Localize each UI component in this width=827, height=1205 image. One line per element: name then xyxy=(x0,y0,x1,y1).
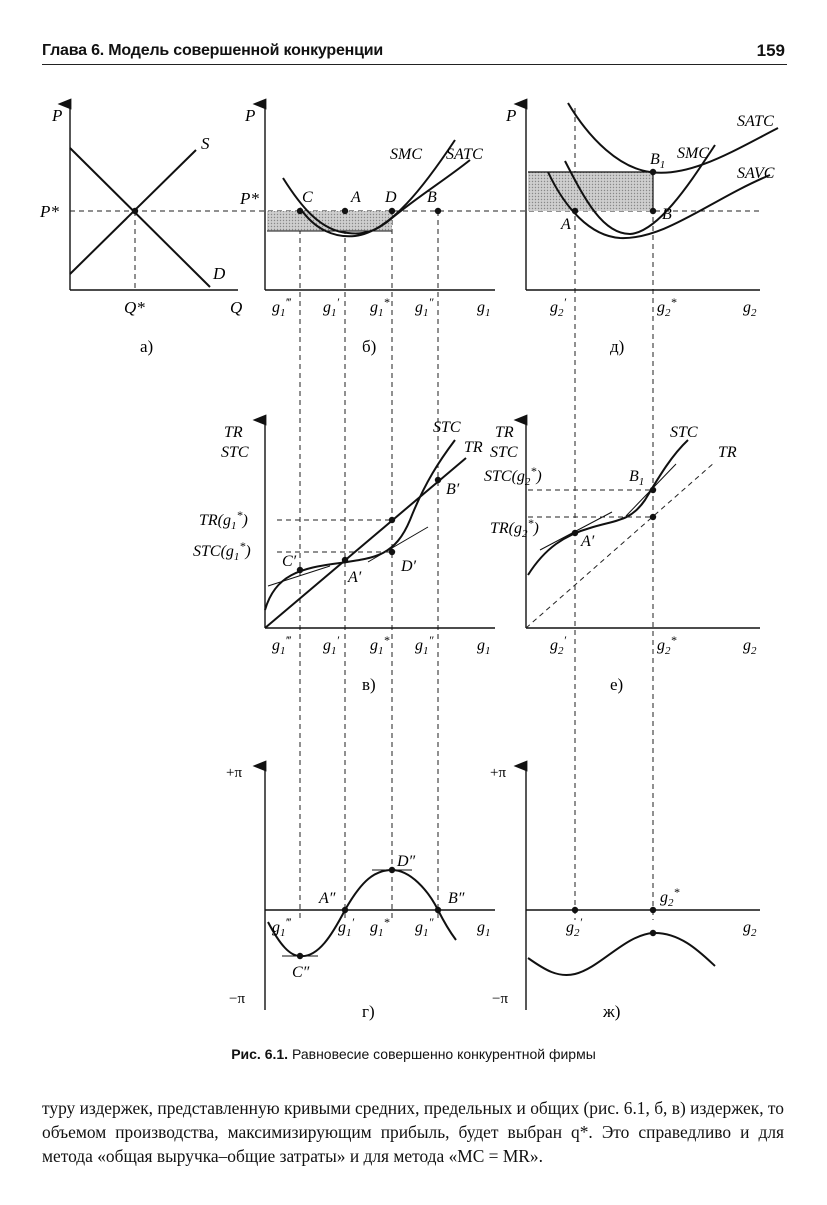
svg-text:g1*: g1* xyxy=(370,633,390,657)
svg-text:STC(g1*): STC(g1*) xyxy=(193,539,251,563)
svg-text:STC(g2*): STC(g2*) xyxy=(484,464,542,488)
svg-text:ж): ж) xyxy=(602,1002,620,1021)
svg-text:g1′: g1′ xyxy=(338,915,355,939)
svg-text:P*: P* xyxy=(239,189,259,208)
svg-text:g1‴: g1‴ xyxy=(272,633,292,657)
svg-text:г): г) xyxy=(362,1002,375,1021)
svg-text:g1″: g1″ xyxy=(415,915,435,939)
svg-text:B1: B1 xyxy=(650,151,665,171)
svg-text:TR: TR xyxy=(464,439,483,456)
svg-text:P: P xyxy=(505,106,516,125)
svg-text:TR(g1*): TR(g1*) xyxy=(199,508,248,532)
svg-text:D′: D′ xyxy=(400,558,417,575)
svg-text:g1‴: g1‴ xyxy=(272,295,292,319)
svg-text:−π: −π xyxy=(229,991,245,1007)
svg-text:SATC: SATC xyxy=(737,113,774,130)
figure-caption-label: Рис. 6.1. xyxy=(231,1046,289,1062)
svg-text:в): в) xyxy=(362,675,376,694)
svg-text:TR: TR xyxy=(495,424,514,441)
panel-v: TR STC C′ A′ D′ B′ STC TR TR(g1*) STC(g1… xyxy=(193,414,495,694)
svg-text:g1′: g1′ xyxy=(323,633,340,657)
svg-text:TR: TR xyxy=(718,444,737,461)
panel-a: P Q S D P* Q* а) xyxy=(39,98,760,356)
svg-text:+π: +π xyxy=(490,765,506,781)
svg-text:P: P xyxy=(51,106,62,125)
svg-text:TR(g2*): TR(g2*) xyxy=(490,516,539,540)
figure-6-1: P Q S D P* Q* а) P P* C A D B SMC SATC g… xyxy=(39,98,779,1021)
svg-text:A′: A′ xyxy=(580,533,595,550)
svg-text:STC: STC xyxy=(490,444,518,461)
svg-text:S: S xyxy=(201,134,210,153)
svg-text:е): е) xyxy=(610,675,623,694)
svg-text:B: B xyxy=(427,189,437,206)
svg-text:Q*: Q* xyxy=(124,298,145,317)
svg-text:A: A xyxy=(560,216,571,233)
svg-text:g2: g2 xyxy=(743,637,757,657)
svg-text:D: D xyxy=(212,264,226,283)
svg-text:STC: STC xyxy=(433,419,461,436)
svg-text:g2*: g2* xyxy=(660,885,680,909)
svg-text:B′: B′ xyxy=(446,481,460,498)
body-paragraph-text: туру издержек, представленную кривыми ср… xyxy=(42,1098,784,1166)
svg-text:B1: B1 xyxy=(629,468,644,488)
svg-text:B″: B″ xyxy=(448,890,465,907)
svg-text:D″: D″ xyxy=(396,853,416,870)
svg-text:C′: C′ xyxy=(282,553,297,570)
svg-text:g2*: g2* xyxy=(657,295,677,319)
chapter-title: Глава 6. Модель совершенной конкуренции xyxy=(42,42,384,59)
guide-lines xyxy=(299,108,654,920)
svg-text:д): д) xyxy=(610,337,624,356)
svg-text:g1: g1 xyxy=(477,919,491,939)
panel-d: P B1 SMC SATC SAVC A B g2′ g2* g2 д) xyxy=(505,98,779,356)
svg-text:SMC: SMC xyxy=(677,145,709,162)
page-number: 159 xyxy=(756,41,785,60)
svg-text:Q: Q xyxy=(230,298,242,317)
svg-text:g1″: g1″ xyxy=(415,633,435,657)
panel-b: P P* C A D B SMC SATC g1‴ g1′ g1* g1″ g1… xyxy=(239,98,495,356)
body-paragraph: туру издержек, представленную кривыми ср… xyxy=(42,1096,784,1168)
svg-text:g2: g2 xyxy=(743,299,757,319)
svg-text:g1‴: g1‴ xyxy=(272,915,292,939)
panel-zh: +π −π g2′ g2* g2 ж) xyxy=(490,760,760,1021)
svg-text:g1: g1 xyxy=(477,299,491,319)
figure-caption: Рис. 6.1. Равновесие совершенно конкурен… xyxy=(0,1046,827,1062)
svg-text:SAVC: SAVC xyxy=(737,165,775,182)
svg-text:g2′: g2′ xyxy=(566,915,583,939)
svg-text:+π: +π xyxy=(226,765,242,781)
svg-text:A: A xyxy=(350,189,361,206)
svg-text:STC: STC xyxy=(221,444,249,461)
svg-text:SATC: SATC xyxy=(446,146,483,163)
svg-text:B: B xyxy=(662,206,672,223)
svg-text:g2′: g2′ xyxy=(550,633,567,657)
svg-text:C″: C″ xyxy=(292,964,310,981)
svg-text:D: D xyxy=(384,189,397,206)
panel-e: TR STC B1 A′ STC TR STC(g2*) TR(g2*) g2′… xyxy=(484,414,760,694)
svg-text:STC: STC xyxy=(670,424,698,441)
svg-text:C: C xyxy=(302,189,313,206)
svg-text:g1″: g1″ xyxy=(415,295,435,319)
svg-text:A′: A′ xyxy=(347,569,362,586)
svg-text:P: P xyxy=(244,106,255,125)
svg-text:g1*: g1* xyxy=(370,915,390,939)
page-header: Глава 6. Модель совершенной конкуренции … xyxy=(42,38,787,65)
svg-text:g1′: g1′ xyxy=(323,295,340,319)
svg-text:б): б) xyxy=(362,337,376,356)
svg-text:A″: A″ xyxy=(318,890,336,907)
panel-g: +π −π A″ B″ C″ D″ g1‴ g1′ g1* g1″ g1 г) xyxy=(226,760,495,1021)
svg-text:g2′: g2′ xyxy=(550,295,567,319)
svg-text:P*: P* xyxy=(39,202,59,221)
svg-text:g1: g1 xyxy=(477,637,491,657)
svg-text:g1*: g1* xyxy=(370,295,390,319)
svg-text:−π: −π xyxy=(492,991,508,1007)
svg-text:g2*: g2* xyxy=(657,633,677,657)
svg-text:SMC: SMC xyxy=(390,146,422,163)
svg-text:g2: g2 xyxy=(743,919,757,939)
figure-caption-text: Равновесие совершенно конкурентной фирмы xyxy=(291,1046,596,1062)
svg-text:а): а) xyxy=(140,337,153,356)
svg-text:TR: TR xyxy=(224,424,243,441)
